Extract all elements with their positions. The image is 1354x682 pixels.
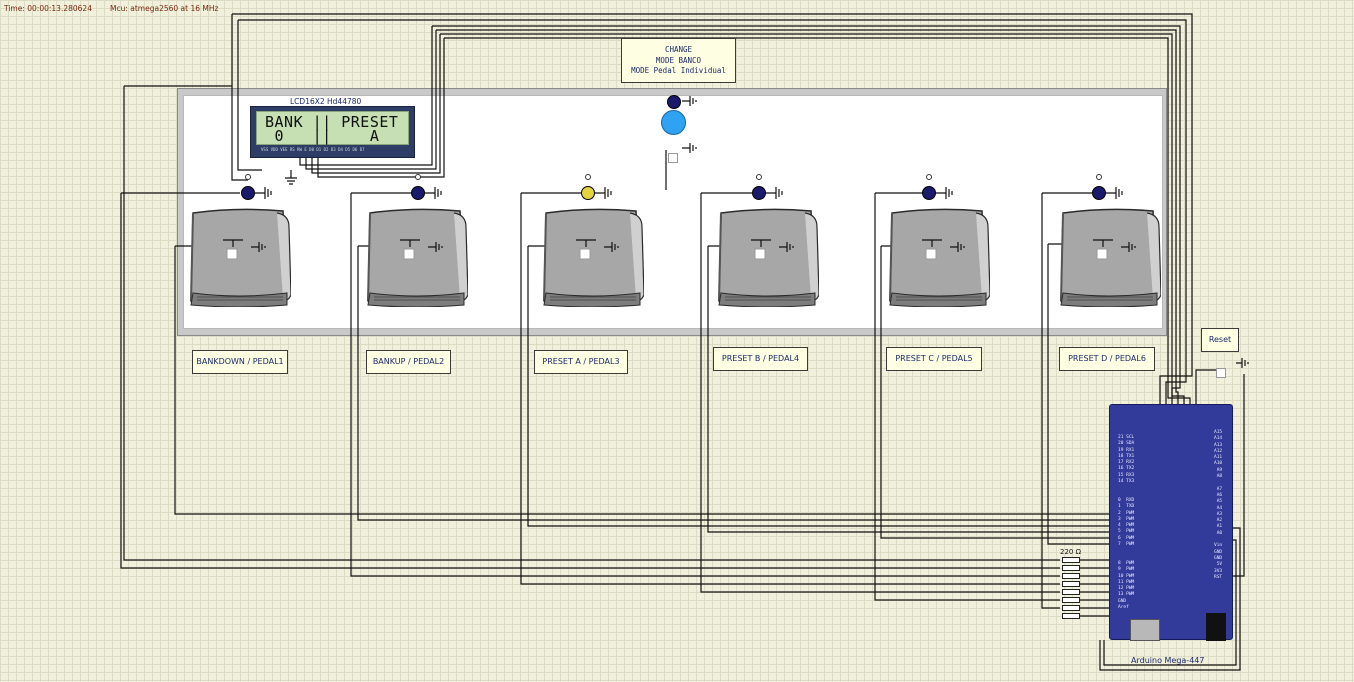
pedal-3[interactable] (540, 207, 645, 308)
lcd-line1: BANK || PRESET (265, 113, 399, 131)
pedal-2-led-indicator (415, 174, 421, 180)
ground-icon (255, 187, 272, 199)
pedal-4-led-indicator (756, 174, 762, 180)
pedal-6-led-indicator (1096, 174, 1102, 180)
pedal-3-label: PRESET A / PEDAL3 (534, 350, 628, 374)
pedal-2[interactable] (364, 207, 469, 308)
mode-line2: MODE BANCO (655, 55, 702, 65)
lcd-title: LCD16X2 Hd44780 (290, 97, 362, 106)
pedal-6[interactable] (1057, 207, 1162, 308)
mode-blue-led (661, 110, 686, 135)
resistor-label: 220 Ω (1060, 548, 1081, 556)
pedal-graphic (190, 208, 292, 308)
arduino-right-pin-labels: A15 A14 A13 A12 A11 A10 A9 A8 A7 A6 A5 A… (1214, 430, 1223, 580)
pedal-6-led (1092, 186, 1106, 200)
reset-button[interactable] (1216, 368, 1226, 378)
mcu-info: Mcu: atmega2560 at 16 MHz (110, 4, 219, 13)
usb-port (1130, 619, 1160, 641)
pedal-1[interactable] (187, 207, 292, 308)
mode-label-box: CHANGE MODE BANCO MODE Pedal Individual (621, 38, 736, 83)
ground-icon (595, 187, 612, 199)
ground-icon (1106, 187, 1123, 199)
mode-line3: MODE Pedal Individual (631, 66, 726, 75)
pedal-6-label: PRESET D / PEDAL6 (1059, 347, 1155, 371)
ground-icon (936, 187, 953, 199)
pedal-4[interactable] (715, 207, 820, 308)
arduino-mega-board: 21 SCL 20 SDA 19 RX1 18 TX1 17 RX2 16 TX… (1109, 404, 1233, 641)
resistor (1062, 613, 1080, 619)
pedal-graphic (543, 208, 645, 308)
resistor (1062, 573, 1080, 579)
mode-change-button[interactable] (668, 153, 678, 163)
resistor (1062, 589, 1080, 595)
pedal-graphic (889, 208, 991, 308)
pedal-graphic (718, 208, 820, 308)
resistor (1062, 597, 1080, 603)
pedal-5-led (922, 186, 936, 200)
arduino-left-pin-labels: 21 SCL 20 SDA 19 RX1 18 TX1 17 RX2 16 TX… (1118, 435, 1135, 611)
pedal-5-led-indicator (926, 174, 932, 180)
mode-indicator-led (667, 95, 681, 109)
ground-icon (425, 187, 442, 199)
resistor (1062, 605, 1080, 611)
pedal-1-led-indicator (245, 174, 251, 180)
ground-icon (766, 187, 783, 199)
lcd-display: BANK || PRESET 0 || A VSS VDD VEE RS RW … (250, 106, 415, 158)
lcd-screen: BANK || PRESET 0 || A (256, 111, 409, 145)
mode-line1: CHANGE (664, 45, 693, 54)
pedal-graphic (367, 208, 469, 308)
simulation-time: Time: 00:00:13.280624 (4, 4, 92, 13)
lcd-line2: 0 || A (265, 127, 380, 145)
resistor (1062, 581, 1080, 587)
pedal-5[interactable] (886, 207, 991, 308)
pedal-2-led (411, 186, 425, 200)
pedal-2-label: BANKUP / PEDAL2 (366, 350, 451, 374)
pedal-graphic (1060, 208, 1162, 308)
pedal-4-led (752, 186, 766, 200)
arduino-label: Arduino Mega-447 (1131, 656, 1205, 665)
resistor (1062, 557, 1080, 563)
pedal-3-led (581, 186, 595, 200)
pedal-1-led (241, 186, 255, 200)
pedal-5-label: PRESET C / PEDAL5 (886, 347, 982, 371)
power-jack (1206, 613, 1226, 641)
reset-label: Reset (1201, 328, 1239, 352)
lcd-pin-labels: VSS VDD VEE RS RW E D0 D1 D2 D3 D4 D5 D6… (261, 147, 365, 152)
pedal-4-label: PRESET B / PEDAL4 (713, 347, 808, 371)
pedal-3-led-indicator (585, 174, 591, 180)
pedal-1-label: BANKDOWN / PEDAL1 (192, 350, 288, 374)
resistor (1062, 565, 1080, 571)
